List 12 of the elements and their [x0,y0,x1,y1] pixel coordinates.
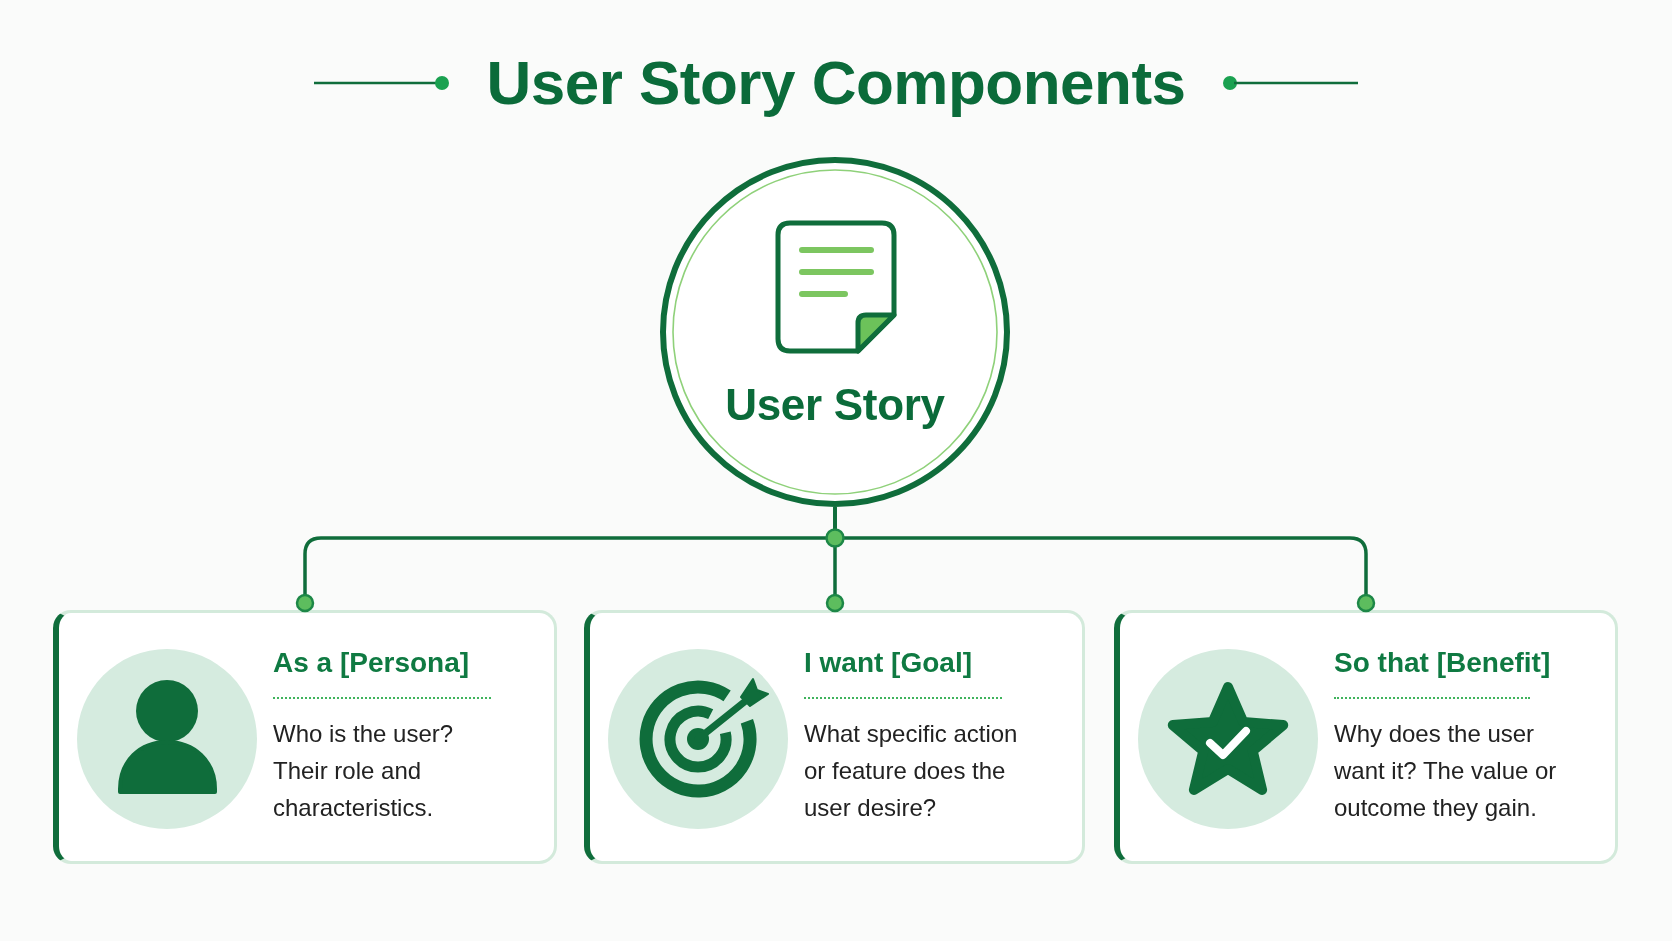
card-heading: So that [Benefit] [1334,646,1551,680]
card-description: Why does the user want it? The value or outcome they gain. [1334,719,1558,823]
component-card [53,610,557,864]
connector-line [833,507,1376,613]
card-description: Who is the user? Their role and characteristics. [273,719,455,823]
circle-title: User Story [725,380,945,431]
component-card [584,610,1085,864]
card-heading: As a [Persona] [273,646,470,680]
diagram-title: User Story Components [486,48,1186,118]
component-card [1114,610,1618,864]
card-heading: I want [Goal] [804,646,972,680]
card-description: What specific action or feature does the user desire? [804,719,1019,823]
